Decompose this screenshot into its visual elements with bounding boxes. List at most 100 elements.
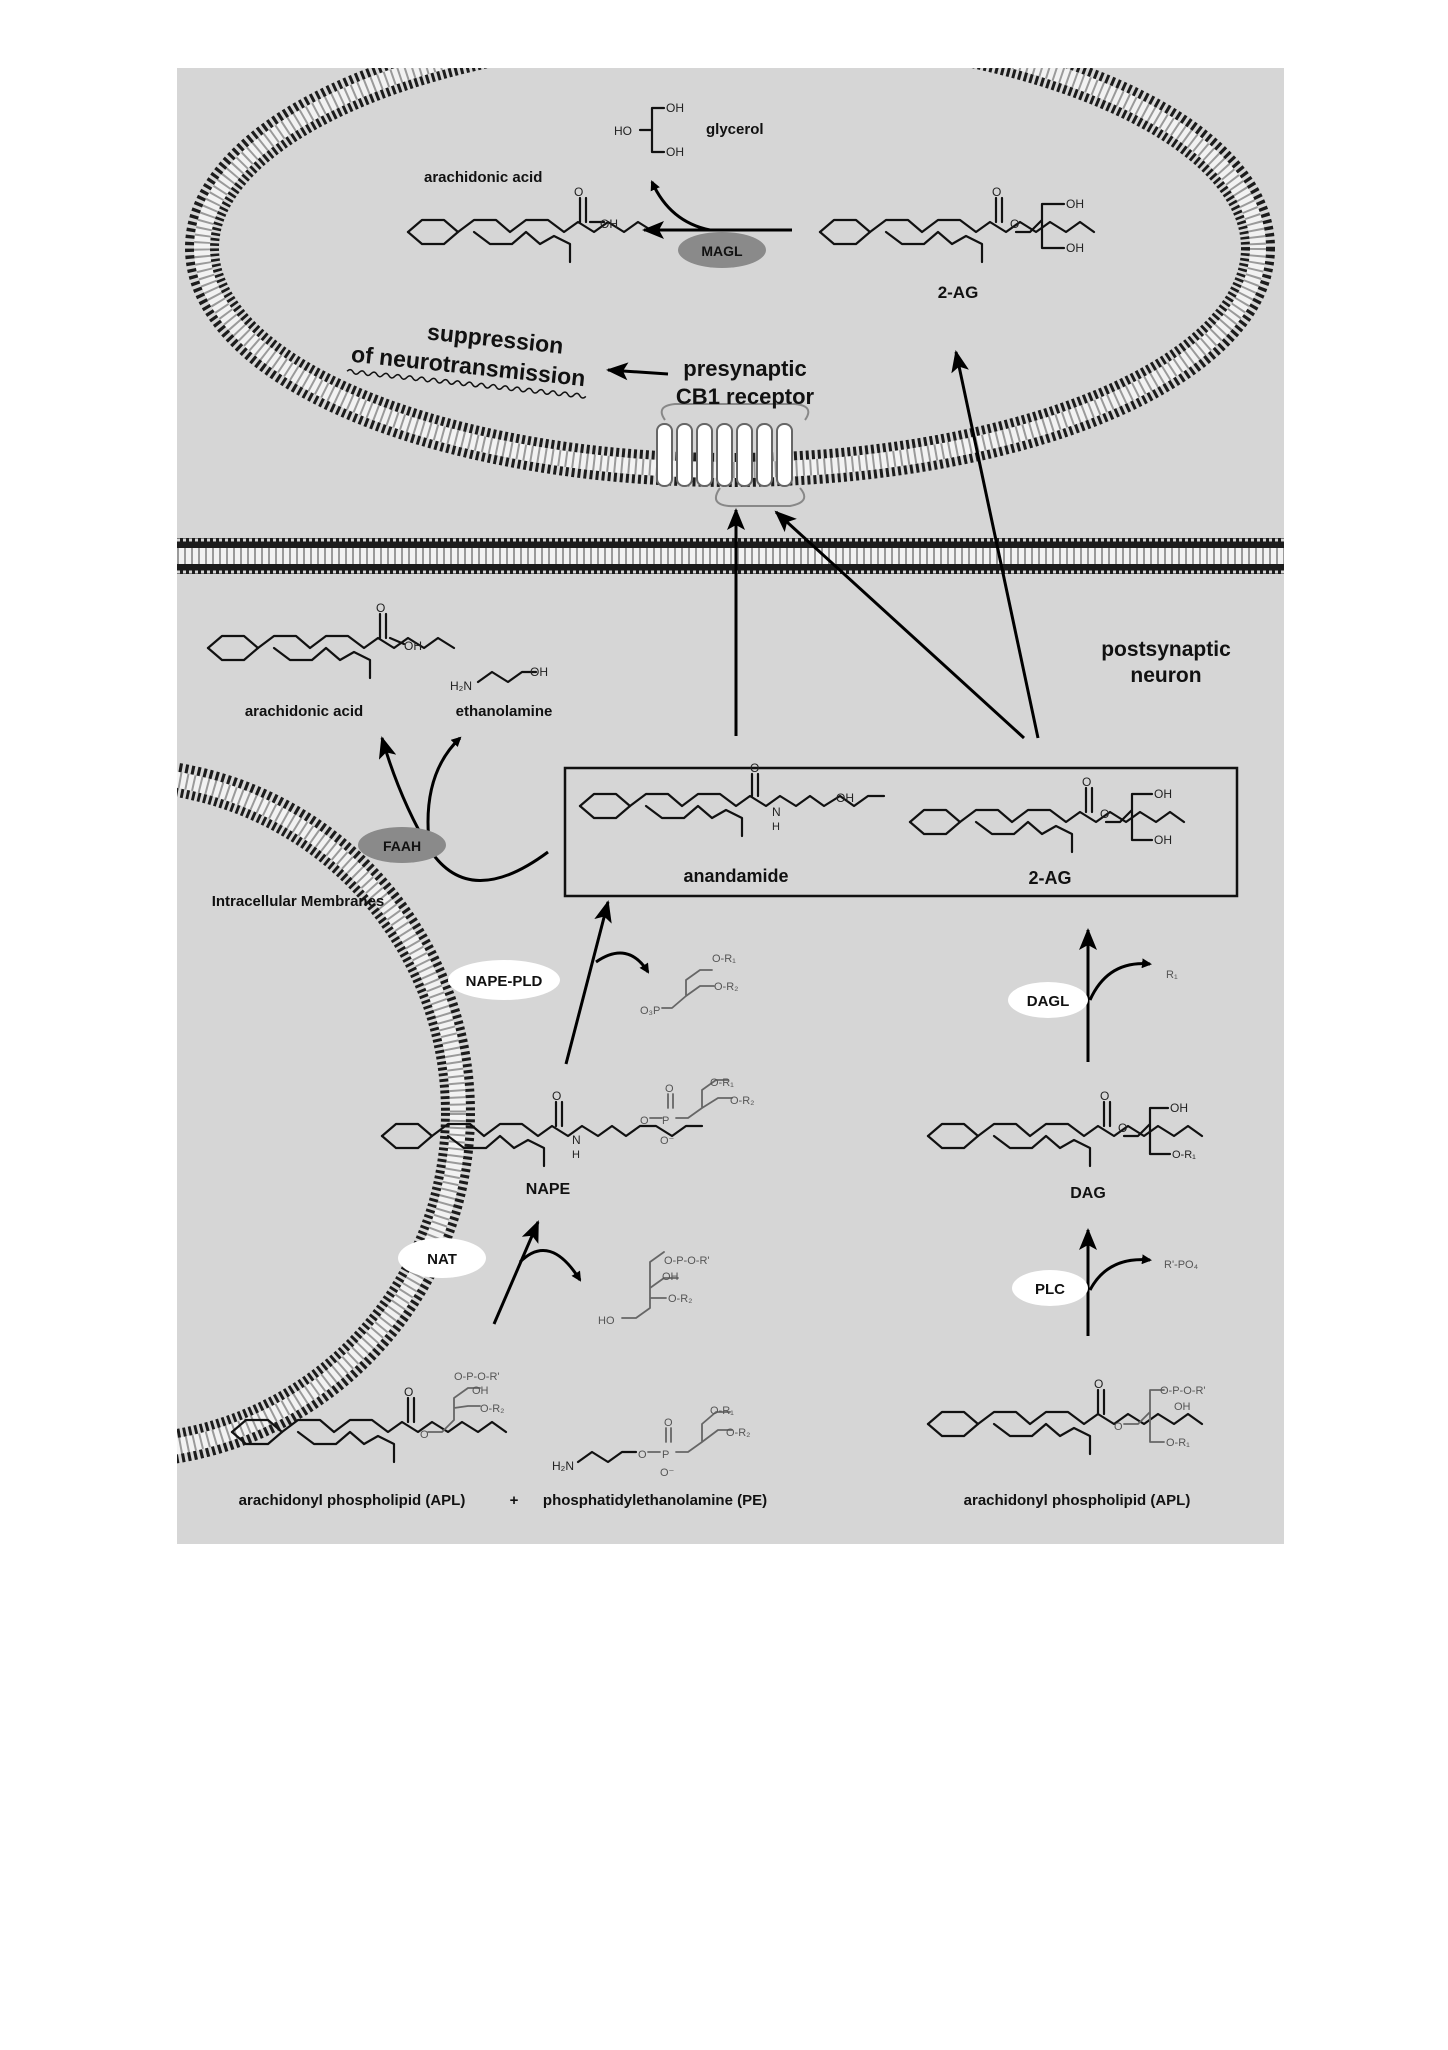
anandamide-o-label: O: [750, 761, 759, 775]
pe-o-1: O: [638, 1449, 647, 1461]
dag-carbonyl-o: O: [1100, 1089, 1109, 1103]
anandamide-h-label: H: [772, 821, 780, 833]
dagl-enzyme: [1008, 982, 1088, 1018]
nape-p-label: P: [662, 1115, 669, 1127]
plc-release-arrow: [1088, 1254, 1152, 1291]
glycerol-structure: HO OH OH: [614, 101, 684, 159]
plc-enzyme: [1012, 1270, 1088, 1306]
apl-structure-left: O O O-P-O-R' OH O-R₂: [230, 1371, 508, 1464]
apl-right-carbonyl-o: O: [1094, 1377, 1103, 1391]
cb1-receptor-label: CB1 receptor: [676, 384, 815, 409]
ethanolamine-oh-label: OH: [530, 665, 548, 679]
apl-left-ester-o: O: [420, 1429, 429, 1441]
ethanolamine-label: ethanolamine: [456, 703, 553, 720]
nape-pld-label: NAPE-PLD: [466, 973, 543, 990]
pe-p-label: P: [662, 1449, 669, 1461]
arachidonic-acid-label-presynaptic: arachidonic acid: [424, 169, 542, 186]
intracellular-membrane: [177, 762, 475, 1464]
arachidonic-acid-label-postsynaptic: arachidonic acid: [245, 703, 363, 720]
apl-left-o-p-o-r: O-P-O-R': [454, 1371, 499, 1383]
nat-enzyme: [398, 1238, 486, 1278]
anandamide-oh-label: OH: [836, 791, 854, 805]
dag-o-r1-label: O-R₁: [1172, 1149, 1196, 1161]
nape-label: NAPE: [526, 1181, 571, 1198]
anandamide-structure: O N H OH: [578, 761, 886, 838]
magl-glycerol-release-arrow: [650, 180, 711, 232]
plc-label: PLC: [1035, 1281, 1065, 1298]
arachidonic-acid-structure-postsynaptic: O OH: [206, 601, 456, 680]
nat-release-arrow: [518, 1248, 582, 1282]
twoag-post-carbonyl-o: O: [1082, 775, 1091, 789]
pe-o-2: O: [664, 1417, 673, 1429]
pe-o-minus: O⁻: [660, 1467, 675, 1479]
nape-structure: O N H O P O O⁻ O-R₁ O-R₂: [380, 1077, 754, 1168]
postsynaptic-label-line1: postsynaptic: [1101, 638, 1231, 661]
plus-sign: +: [510, 1492, 519, 1509]
apl-right-o-p-o-r: O-P-O-R': [1160, 1385, 1205, 1397]
anandamide-label: anandamide: [683, 866, 788, 886]
twoag-pre-oh-top: OH: [1066, 197, 1084, 211]
pe-h2n-label: H₂N: [552, 1459, 574, 1473]
apl-right-ester-o: O: [1114, 1421, 1123, 1433]
cb1-receptor: [656, 403, 810, 508]
two-ag-to-presynaptic-2ag-arrow: [951, 350, 1040, 739]
faah-enzyme: [358, 827, 446, 863]
pa-o3p-label: O₃P: [640, 1005, 660, 1017]
apl-label-left: arachidonyl phospholipid (APL): [239, 1492, 466, 1509]
magl-enzyme: [678, 232, 766, 268]
anandamide-n-label: N: [772, 805, 781, 819]
ethanolamine-h2n-label: H₂N: [450, 679, 472, 693]
ethanolamine-structure: H₂N OH: [450, 665, 548, 693]
nape-o-2: O: [665, 1083, 674, 1095]
endocannabinoid-box: [563, 766, 1239, 898]
pa-o-r1-label: O-R₁: [712, 953, 736, 965]
pe-o-r1: O-R₁: [710, 1405, 734, 1417]
dag-oh-label: OH: [1170, 1101, 1188, 1115]
nat-label: NAT: [427, 1251, 457, 1268]
lyso-ho-label: HO: [598, 1315, 615, 1327]
nape-carbonyl-o: O: [552, 1089, 561, 1103]
glycerol-oh-label-bottom: OH: [666, 145, 684, 159]
lyso-o-r2-label: O-R₂: [668, 1293, 692, 1305]
arachidonic-acid-structure-presynaptic: O OH: [406, 185, 656, 264]
two-ag-structure-presynaptic: O O OH OH: [818, 185, 1096, 264]
dag-ester-o: O: [1118, 1121, 1127, 1135]
plc-r-prime-po4-label: R'-PO₄: [1164, 1259, 1199, 1271]
nape-pld-enzyme: [448, 960, 560, 1000]
phosphatidic-acid-structure: O₃P O-R₁ O-R₂: [640, 953, 738, 1017]
glycerol-ho-label: HO: [614, 124, 632, 138]
pe-o-r2: O-R₂: [726, 1427, 750, 1439]
two-ag-label-postsynaptic: 2-AG: [1028, 868, 1071, 888]
two-ag-to-cb1-arrow: [774, 510, 1026, 740]
dagl-release-arrow: [1088, 958, 1152, 1001]
apl-structure-right: O O O-P-O-R' OH O-R₁: [926, 1377, 1205, 1456]
glycerol-oh-label-top: OH: [666, 101, 684, 115]
lyso-oh-label: OH: [662, 1271, 679, 1283]
nat-reaction-arrow: [492, 1220, 540, 1325]
postsynaptic-plasma-membrane: [177, 538, 1284, 574]
nape-o-1: O: [640, 1115, 649, 1127]
nape-o-r1: O-R₁: [710, 1077, 734, 1089]
twoag-post-oh-top: OH: [1154, 787, 1172, 801]
twoag-post-oh-bottom: OH: [1154, 833, 1172, 847]
apl-left-o-r2: O-R₂: [480, 1403, 504, 1415]
dagl-r1-label: R₁: [1166, 969, 1178, 981]
aa-post-o-label: O: [376, 601, 385, 615]
apl-left-oh: OH: [472, 1385, 489, 1397]
nape-n-label: N: [572, 1133, 581, 1147]
twoag-pre-carbonyl-o: O: [992, 185, 1001, 199]
nape-pld-reaction-arrow: [564, 900, 612, 1065]
glycerol-label: glycerol: [706, 121, 764, 138]
aa-pre-o-label: O: [574, 185, 583, 199]
lysophospholipid-structure: HO O-P-O-R' OH O-R₂: [598, 1251, 709, 1327]
apl-label-right: arachidonyl phospholipid (APL): [964, 1492, 1191, 1509]
nape-o-r2: O-R₂: [730, 1095, 754, 1107]
magl-label: MAGL: [701, 243, 743, 259]
twoag-post-ester-o: O: [1100, 807, 1109, 821]
presynaptic-label: presynaptic: [683, 356, 807, 381]
lyso-o-p-o-r-label: O-P-O-R': [664, 1255, 709, 1267]
two-ag-label-presynaptic: 2-AG: [938, 283, 979, 302]
aa-post-oh-label: OH: [404, 639, 422, 653]
dagl-label: DAGL: [1027, 993, 1070, 1010]
